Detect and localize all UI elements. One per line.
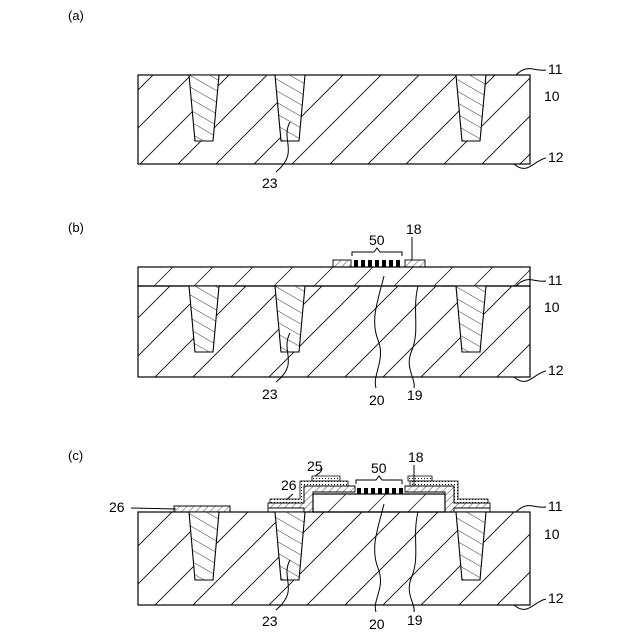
layer-11 [138, 267, 530, 286]
leader-11 [516, 506, 546, 512]
label-10: 10 [544, 526, 560, 542]
brace-50 [356, 476, 402, 484]
label-11: 11 [548, 498, 563, 514]
label-23: 23 [262, 386, 278, 402]
label-25: 25 [307, 458, 323, 474]
panel-c-label: (c) [68, 448, 83, 463]
panel-b-label: (b) [68, 220, 84, 235]
label-20: 20 [369, 616, 385, 632]
film-25-top-right [408, 476, 432, 481]
label-23: 23 [262, 613, 278, 629]
label-12: 12 [548, 149, 564, 165]
label-18: 18 [406, 221, 422, 237]
pad-18-right [405, 260, 425, 267]
pad-18-left [333, 260, 351, 267]
label-10: 10 [544, 88, 560, 104]
label-23: 23 [262, 175, 278, 191]
comb-electrodes-50 [354, 260, 400, 267]
label-26-center: 26 [281, 477, 297, 493]
label-18: 18 [408, 449, 424, 465]
panel-c: (c) 50 18 [68, 448, 564, 632]
label-50: 50 [371, 460, 387, 476]
label-10: 10 [544, 299, 560, 315]
pad-26-left [174, 506, 230, 512]
comb-electrodes-50 [357, 488, 403, 494]
layer-11-mesa [313, 494, 445, 512]
label-11: 11 [548, 272, 563, 288]
label-26-left: 26 [109, 499, 125, 515]
leader-11 [516, 69, 546, 75]
label-11: 11 [548, 61, 563, 77]
label-12: 12 [548, 362, 564, 378]
panel-b: (b) 50 18 11 10 12 23 [68, 220, 564, 408]
panel-a: (a) 11 10 12 23 [68, 8, 564, 191]
film-25-top-left [312, 476, 340, 481]
label-19: 19 [407, 387, 423, 403]
brace-50 [352, 248, 402, 256]
label-50: 50 [369, 232, 385, 248]
label-20: 20 [369, 392, 385, 408]
panel-a-label: (a) [68, 8, 84, 23]
leader-26-left [131, 508, 176, 509]
label-19: 19 [407, 612, 423, 628]
label-12: 12 [548, 590, 564, 606]
